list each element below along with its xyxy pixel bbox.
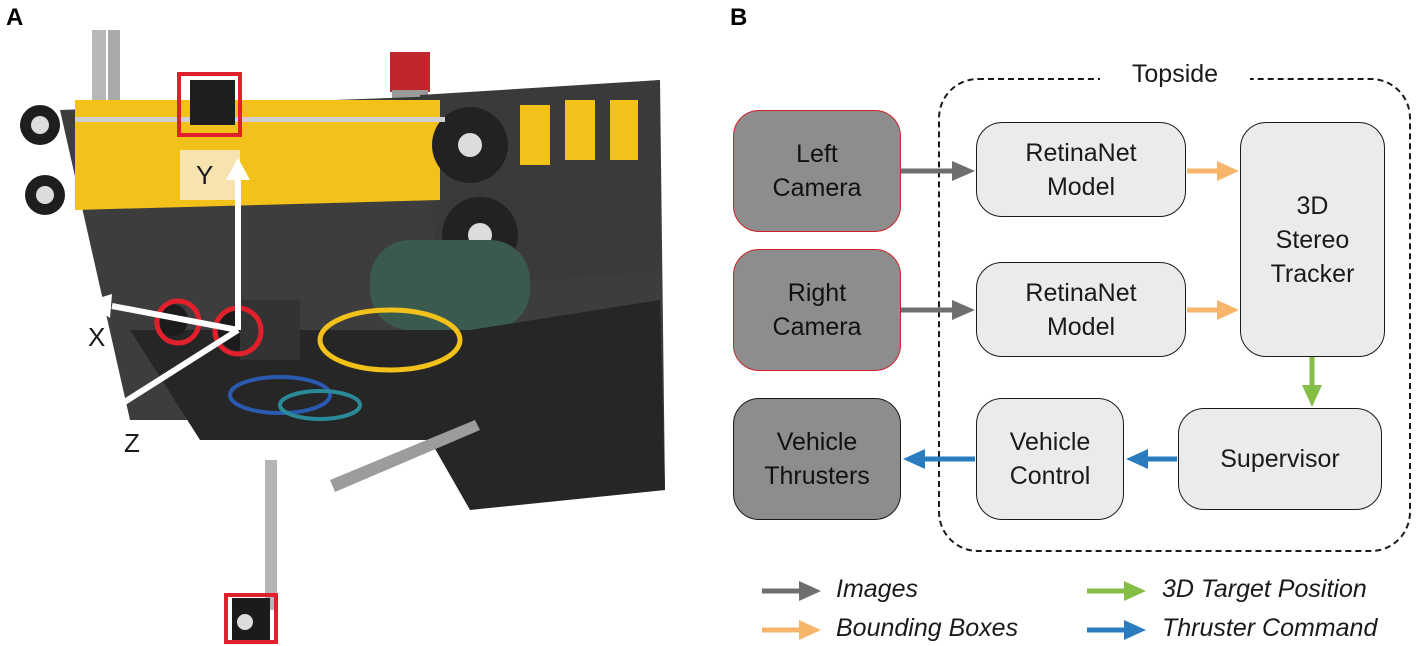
legend-target-position-arrow <box>1087 581 1146 601</box>
right-camera-box: Right Camera <box>733 249 901 371</box>
vehicle-control-box: Vehicle Control <box>976 398 1124 520</box>
x-axis-label: X <box>88 322 106 352</box>
retinanet-model-top-box: RetinaNet Model <box>976 122 1186 217</box>
legend-images-label: Images <box>836 575 918 603</box>
legend-images-arrow <box>762 581 821 601</box>
legend-thruster-command-arrow <box>1087 620 1146 640</box>
rov-photo <box>20 30 665 644</box>
top-camera-marker <box>177 72 242 137</box>
bottom-camera-marker <box>224 593 278 644</box>
legend-thruster-command-label: Thruster Command <box>1162 614 1378 642</box>
left-camera-box: Left Camera <box>733 110 901 232</box>
legend-bounding-boxes-label: Bounding Boxes <box>836 614 1019 642</box>
legend-bounding-boxes-arrow <box>762 620 821 640</box>
legend-target-position-label: 3D Target Position <box>1162 575 1367 603</box>
stereo-tracker-box: 3D Stereo Tracker <box>1240 122 1385 357</box>
z-axis-label: Z <box>124 428 140 458</box>
panel-a-letter: A <box>6 4 24 31</box>
panel-b-letter: B <box>730 4 748 31</box>
topside-label: Topside <box>1100 60 1250 89</box>
retinanet-model-bottom-box: RetinaNet Model <box>976 262 1186 357</box>
y-axis-label: Y <box>196 160 214 190</box>
supervisor-box: Supervisor <box>1178 408 1382 510</box>
vehicle-thrusters-box: Vehicle Thrusters <box>733 398 901 520</box>
coordinate-axes <box>86 158 250 422</box>
